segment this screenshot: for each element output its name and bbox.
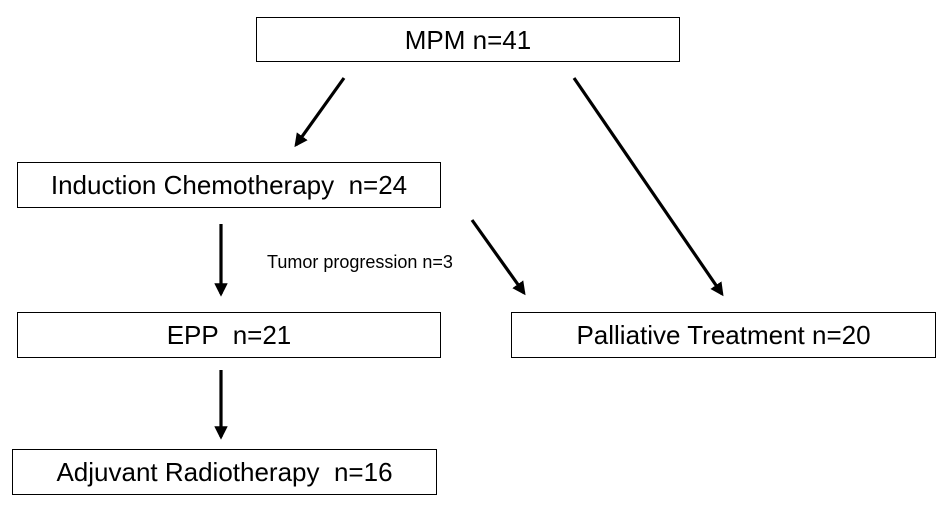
node-mpm: MPM n=41: [256, 17, 680, 62]
node-palliative-treatment-label: Palliative Treatment n=20: [576, 320, 871, 350]
tumor-progression-label: Tumor progression n=3: [267, 252, 453, 272]
arrow-mpm-to-induction: [294, 77, 346, 148]
arrow-induction-to-palliative: [470, 219, 526, 296]
node-induction-chemotherapy: Induction Chemotherapy n=24: [17, 162, 441, 208]
node-adjuvant-radiotherapy-label: Adjuvant Radiotherapy n=16: [56, 457, 393, 487]
node-adjuvant-radiotherapy: Adjuvant Radiotherapy n=16: [12, 449, 437, 495]
node-induction-chemotherapy-label: Induction Chemotherapy n=24: [50, 170, 408, 200]
node-epp: EPP n=21: [17, 312, 441, 358]
arrow-mpm-to-palliative: [572, 77, 724, 297]
node-mpm-label: MPM n=41: [404, 24, 532, 55]
node-palliative-treatment: Palliative Treatment n=20: [511, 312, 936, 358]
node-epp-label: EPP n=21: [166, 320, 292, 350]
